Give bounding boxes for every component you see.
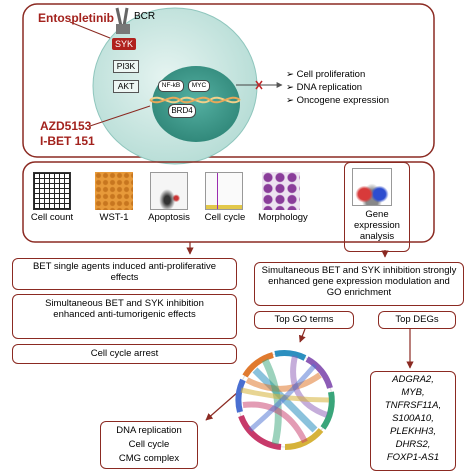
assay-panel-frame xyxy=(22,161,435,243)
gene-expression-box: Gene expression analysis xyxy=(344,162,410,252)
gene-foxp1-as1: FOXP1-AS1 xyxy=(386,452,440,463)
bet-inhibitor-line xyxy=(89,105,151,127)
result-single-agents: BET single agents induced anti-prolifera… xyxy=(32,261,217,283)
drug-azd5153: AZD5153 xyxy=(40,119,92,133)
chord-diagram xyxy=(235,350,335,450)
akt-node: AKT xyxy=(113,80,139,93)
gene-tnfrsf11a: TNFRSF11A, xyxy=(384,400,442,411)
go-terms-box: DNA replication Cell cycle CMG complex xyxy=(100,421,198,469)
cell-count-image xyxy=(33,172,71,210)
dna-strand-2 xyxy=(149,96,241,104)
result-gene-modulation: Simultaneous BET and SYK inhibition stro… xyxy=(261,265,457,298)
top-go-terms-label: Top GO terms xyxy=(274,314,334,325)
drug-ibet151: I-BET 151 xyxy=(40,134,95,148)
outcome-oncogene-expression: ➢ Oncogene expression xyxy=(286,95,390,106)
result-box-enhanced-effects: Simultaneous BET and SYK inhibition enha… xyxy=(12,294,237,339)
gene-adgra2: ADGRA2, xyxy=(392,374,434,385)
gene-expression-label: Gene expression analysis xyxy=(354,209,400,242)
gene-dhrs2: DHRS2, xyxy=(395,439,431,450)
result-box-single-agents: BET single agents induced anti-prolifera… xyxy=(12,258,237,290)
assay-apoptosis: Apoptosis xyxy=(148,212,190,223)
result-enhanced-effects: Simultaneous BET and SYK inhibition enha… xyxy=(45,298,204,320)
wst1-image xyxy=(95,172,133,210)
syk-node: SYK xyxy=(112,38,136,50)
cell-cycle-image xyxy=(205,172,243,210)
go-term-dna-replication: DNA replication xyxy=(116,425,182,436)
entospletinib-line xyxy=(69,21,111,39)
gene-plekhh3: PLEKHH3, xyxy=(390,426,436,437)
result-cell-cycle-arrest: Cell cycle arrest xyxy=(90,348,159,359)
go-term-cell-cycle: Cell cycle xyxy=(128,439,170,450)
apoptosis-image xyxy=(150,172,188,210)
result-box-gene-modulation: Simultaneous BET and SYK inhibition stro… xyxy=(254,262,464,306)
drug-entospletinib: Entospletinib xyxy=(38,11,114,25)
bcr-label: BCR xyxy=(134,11,156,22)
nfkb-node: NF-kB xyxy=(158,80,184,92)
top-degs-label: Top DEGs xyxy=(395,314,439,325)
top-go-terms-box: Top GO terms xyxy=(254,311,354,329)
assay-cell-count: Cell count xyxy=(30,212,74,223)
assay-wst1: WST-1 xyxy=(99,212,129,223)
volcano-plot-image xyxy=(352,168,392,206)
myc-node: MYC xyxy=(188,80,210,92)
bcr-stem xyxy=(116,24,130,34)
nucleus xyxy=(152,66,240,142)
block-mark xyxy=(255,80,263,90)
outcome-cell-proliferation: ➢ Cell proliferation xyxy=(286,69,366,80)
go-term-cmg-complex: CMG complex xyxy=(118,453,180,464)
morphology-image xyxy=(262,172,300,210)
assay-cell-cycle: Cell cycle xyxy=(204,212,246,223)
outcome-dna-replication: ➢ DNA replication xyxy=(286,82,363,93)
result-box-cell-cycle-arrest: Cell cycle arrest xyxy=(12,344,237,364)
brd4-node: BRD4 xyxy=(168,104,196,118)
assay-morphology: Morphology xyxy=(258,212,308,223)
top-panel-frame xyxy=(22,3,435,158)
gene-myb: MYB, xyxy=(401,387,425,398)
gene-s100a10: S100A10, xyxy=(392,413,434,424)
bcr-receptor xyxy=(115,7,129,27)
pi3k-node: PI3K xyxy=(113,60,139,73)
top-degs-box: Top DEGs xyxy=(378,311,456,329)
top-genes-box: ADGRA2, MYB, TNFRSF11A, S100A10, PLEKHH3… xyxy=(370,371,456,471)
